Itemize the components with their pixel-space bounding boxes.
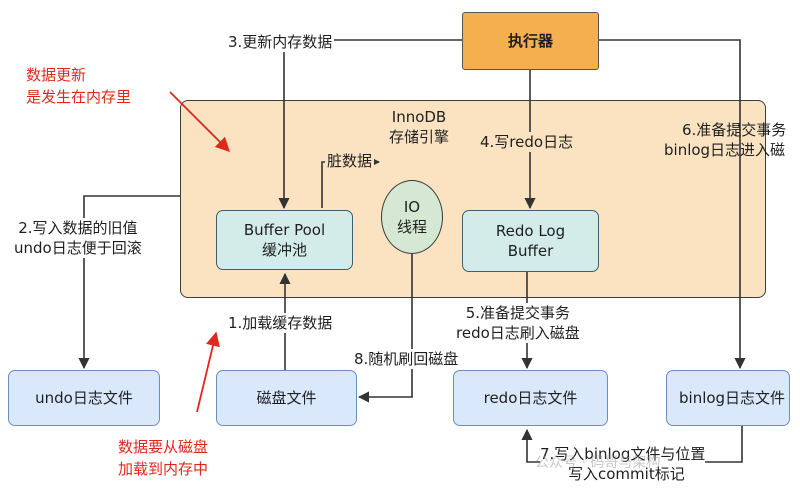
note-arrow-memory xyxy=(169,91,231,153)
step-1-label: 1.加载缓存数据 xyxy=(226,313,335,333)
step-6-line2: binlog日志进入磁 xyxy=(664,141,786,159)
step-5-line1: 5.准备提交事务 xyxy=(456,303,580,323)
arrow-step-8 xyxy=(357,254,413,403)
dirty-data-label: 脏数据 xyxy=(325,151,375,171)
arrow-step-2 xyxy=(78,195,180,370)
step-7-line1: 7.写入binlog文件与位置 xyxy=(540,444,706,464)
io-thread-circle: IO 线程 xyxy=(381,180,443,254)
undo-log-file-box: undo日志文件 xyxy=(8,370,160,426)
note-disk-load: 数据要从磁盘 加载到内存中 xyxy=(118,436,208,480)
redo-log-buffer-box: Redo Log Buffer xyxy=(462,210,599,272)
step-2-label: 2.写入数据的旧值 undo日志便于回滚 xyxy=(14,218,142,258)
arrow-step-6 xyxy=(599,39,746,370)
io-thread-line1: IO xyxy=(403,198,421,216)
executor-box: 执行器 xyxy=(462,12,599,70)
redo-log-file-label: redo日志文件 xyxy=(483,389,578,407)
buffer-pool-line2: 缓冲池 xyxy=(261,241,307,259)
step-7-label: 7.写入binlog文件与位置 写入commit标记 xyxy=(540,444,706,484)
io-thread-line2: 线程 xyxy=(396,218,427,236)
innodb-title: InnoDB 存储引擎 xyxy=(368,107,470,147)
step-6-label: 6.准备提交事务 binlog日志进入磁 xyxy=(664,120,800,160)
step-4-label: 4.写redo日志 xyxy=(478,132,576,152)
redo-log-buffer-line2: Buffer xyxy=(507,242,554,260)
step-5-label: 5.准备提交事务 redo日志刷入磁盘 xyxy=(456,303,580,343)
step-7-line2: 写入commit标记 xyxy=(540,464,706,484)
step-6-line1: 6.准备提交事务 xyxy=(682,121,787,139)
note-memory-update: 数据更新 是发生在内存里 xyxy=(26,64,131,108)
watermark: 公众号 · 码哥与架构 xyxy=(535,455,661,471)
disk-file-box: 磁盘文件 xyxy=(216,370,357,426)
executor-label: 执行器 xyxy=(507,32,553,50)
undo-log-file-label: undo日志文件 xyxy=(35,389,133,407)
innodb-title-line2: 存储引擎 xyxy=(388,128,449,146)
redo-log-file-box: redo日志文件 xyxy=(453,370,608,426)
step-8-label: 8.随机刷回磁盘 xyxy=(352,349,461,369)
binlog-file-box: binlog日志文件 xyxy=(666,370,790,426)
step-3-label: 3.更新内存数据 xyxy=(226,32,335,52)
step-2-line1: 2.写入数据的旧值 xyxy=(14,218,142,238)
buffer-pool-box: Buffer Pool 缓冲池 xyxy=(216,210,353,270)
note-disk-line2: 加载到内存中 xyxy=(118,460,209,478)
redo-log-buffer-line1: Redo Log xyxy=(495,222,566,240)
buffer-pool-line1: Buffer Pool xyxy=(243,221,326,239)
binlog-file-label: binlog日志文件 xyxy=(679,389,786,407)
innodb-title-line1: InnoDB xyxy=(391,108,447,126)
step-2-line2: undo日志便于回滚 xyxy=(14,238,142,258)
note-arrow-disk xyxy=(196,331,220,413)
disk-file-label: 磁盘文件 xyxy=(256,389,317,407)
note-memory-line2: 是发生在内存里 xyxy=(26,88,132,106)
step-5-line2: redo日志刷入磁盘 xyxy=(456,323,580,343)
note-disk-line1: 数据要从磁盘 xyxy=(118,438,209,456)
note-memory-line1: 数据更新 xyxy=(26,66,87,84)
